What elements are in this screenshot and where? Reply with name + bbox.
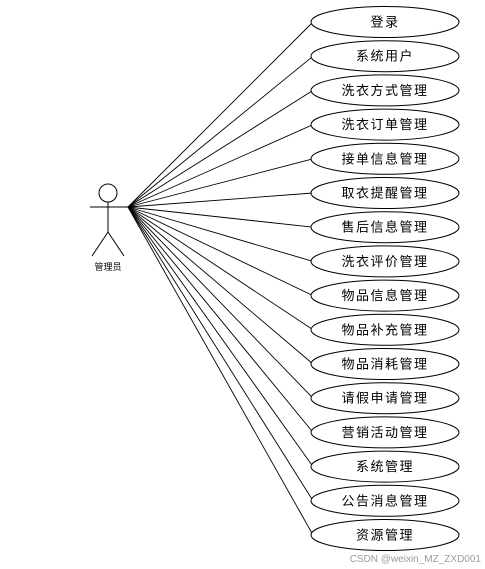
- use-case[interactable]: 物品信息管理: [310, 279, 460, 312]
- use-case-ellipse[interactable]: [310, 40, 460, 73]
- association-line: [127, 206, 314, 433]
- use-case-ellipse[interactable]: [310, 382, 460, 415]
- association-line: [127, 21, 314, 208]
- use-case-label: 请假申请管理: [341, 392, 428, 407]
- association-line: [127, 206, 314, 536]
- use-case[interactable]: 公告消息管理: [310, 484, 460, 517]
- use-case-label: 售后信息管理: [341, 220, 428, 236]
- association-line: [127, 90, 314, 208]
- use-case-label: 洗衣订单管理: [341, 117, 428, 133]
- actor-right-leg: [107, 231, 125, 257]
- use-case[interactable]: 取衣提醒管理: [310, 177, 460, 209]
- use-case[interactable]: 资源管理: [310, 519, 460, 551]
- association-line: [127, 206, 314, 467]
- actor-label: 管理员: [94, 261, 121, 273]
- use-case[interactable]: 洗衣订单管理: [310, 108, 460, 141]
- use-case[interactable]: 洗衣方式管理: [310, 74, 460, 107]
- association-line: [127, 206, 314, 365]
- use-case-ellipse[interactable]: [310, 6, 460, 38]
- use-case[interactable]: 售后信息管理: [310, 211, 460, 244]
- association-line: [127, 206, 314, 262]
- association-line: [127, 55, 314, 208]
- use-case-label: 物品补充管理: [341, 322, 428, 338]
- use-case-ellipse[interactable]: [310, 313, 460, 346]
- use-case-label: 系统管理: [356, 460, 414, 475]
- use-case-label: 登录: [370, 16, 399, 31]
- actor-figure: 管理员: [90, 183, 128, 273]
- association-line: [127, 158, 314, 208]
- use-case[interactable]: 营销活动管理: [310, 416, 460, 449]
- use-case-label: 取衣提醒管理: [341, 186, 428, 202]
- association-line: [127, 192, 314, 208]
- use-case[interactable]: 洗衣评价管理: [310, 245, 460, 278]
- actor-head: [98, 183, 118, 203]
- use-case[interactable]: 物品补充管理: [310, 313, 460, 346]
- use-case-ellipse[interactable]: [310, 245, 460, 278]
- use-case-ellipse[interactable]: [310, 142, 460, 175]
- use-case-label: 物品信息管理: [341, 288, 428, 304]
- use-case[interactable]: 请假申请管理: [310, 382, 460, 415]
- use-case[interactable]: 接单信息管理: [310, 142, 460, 175]
- use-case-ellipse[interactable]: [310, 211, 460, 244]
- use-case[interactable]: 系统用户: [310, 40, 460, 73]
- use-case-ellipse[interactable]: [310, 519, 460, 551]
- use-case-label: 洗衣方式管理: [341, 83, 428, 99]
- watermark: CSDN @weixin_MZ_ZXD001: [349, 554, 481, 565]
- association-line: [127, 206, 314, 331]
- actor-left-leg: [91, 231, 109, 257]
- use-case-label: 系统用户: [356, 49, 414, 65]
- association-line: [127, 206, 314, 297]
- use-case-ellipse[interactable]: [310, 348, 460, 380]
- use-case-ellipse[interactable]: [310, 416, 460, 449]
- association-lines: [127, 21, 314, 536]
- use-case-label: 物品消耗管理: [341, 358, 428, 373]
- use-case-label: 营销活动管理: [341, 426, 428, 441]
- use-case-ellipse[interactable]: [310, 177, 460, 209]
- use-case-label: 资源管理: [356, 529, 414, 544]
- use-case-label: 公告消息管理: [341, 493, 428, 509]
- use-case[interactable]: 物品消耗管理: [310, 348, 460, 380]
- use-case-label: 洗衣评价管理: [341, 254, 428, 270]
- association-line: [127, 206, 314, 228]
- use-case-ellipse[interactable]: [310, 108, 460, 141]
- use-case-ellipse[interactable]: [310, 450, 460, 483]
- use-cases: 登录系统用户洗衣方式管理洗衣订单管理接单信息管理取衣提醒管理售后信息管理洗衣评价…: [310, 6, 460, 551]
- use-case-ellipse[interactable]: [310, 279, 460, 312]
- use-case[interactable]: 系统管理: [310, 450, 460, 483]
- use-case-label: 接单信息管理: [341, 151, 428, 167]
- use-case-ellipse[interactable]: [310, 484, 460, 517]
- association-line: [127, 206, 314, 502]
- use-case-ellipse[interactable]: [310, 74, 460, 107]
- use-case[interactable]: 登录: [310, 6, 460, 38]
- association-line: [127, 206, 314, 399]
- association-line: [127, 124, 314, 208]
